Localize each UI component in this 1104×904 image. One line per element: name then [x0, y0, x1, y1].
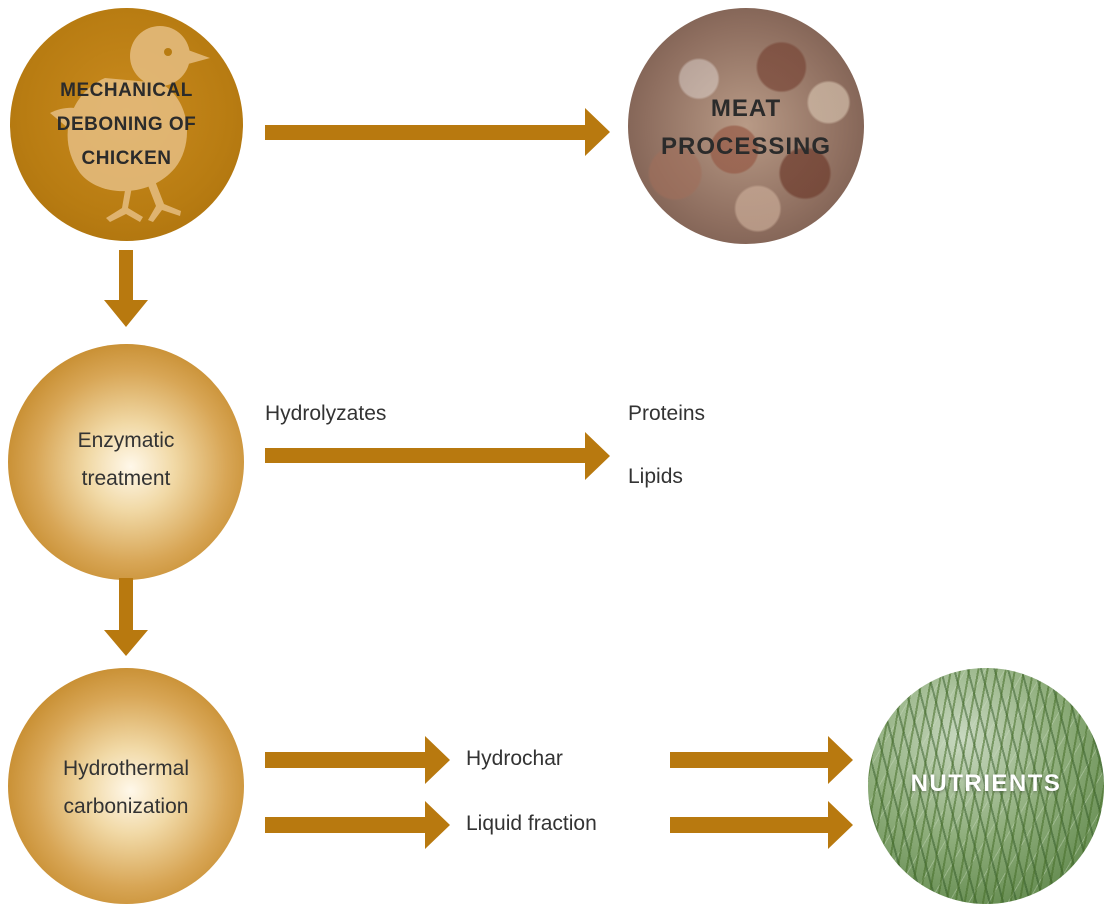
arrow-right-icon: [265, 432, 610, 480]
node-hydrothermal-carbonization: Hydrothermal carbonization: [8, 668, 244, 904]
label-hydrolyzates: Hydrolyzates: [265, 402, 387, 425]
hydrothermal-line-2: carbonization: [63, 795, 189, 818]
arrow-right-icon: [265, 801, 450, 849]
node-nutrients: NUTRIENTS: [868, 668, 1104, 904]
arrow-right-icon: [265, 108, 610, 156]
node-enzymatic-treatment: Enzymatic treatment: [8, 344, 244, 580]
mechanical-line-2: DEBONING OF: [56, 114, 197, 135]
enzymatic-line-1: Enzymatic: [77, 429, 175, 452]
arrow-down-icon: [104, 578, 148, 656]
arrow-down-icon: [104, 250, 148, 327]
enzymatic-line-2: treatment: [81, 467, 171, 490]
label-hydrochar: Hydrochar: [466, 747, 563, 770]
chick-icon: [50, 26, 210, 222]
label-proteins: Proteins: [628, 402, 706, 425]
meat-line-2: PROCESSING: [660, 133, 832, 160]
node-meat-processing: MEAT PROCESSING: [628, 8, 864, 244]
hydrothermal-line-1: Hydrothermal: [62, 757, 190, 780]
label-lipids: Lipids: [628, 465, 683, 488]
arrow-right-icon: [265, 736, 450, 784]
mechanical-line-1: MECHANICAL: [60, 80, 193, 101]
arrow-right-icon: [670, 801, 853, 849]
label-liquid-fraction: Liquid fraction: [466, 812, 597, 835]
mechanical-line-3: CHICKEN: [81, 148, 172, 169]
node-mechanical-deboning: MECHANICAL DEBONING OF CHICKEN: [10, 8, 243, 241]
nutrients-label: NUTRIENTS: [910, 770, 1062, 797]
meat-line-1: MEAT: [710, 95, 782, 122]
arrow-right-icon: [670, 736, 853, 784]
